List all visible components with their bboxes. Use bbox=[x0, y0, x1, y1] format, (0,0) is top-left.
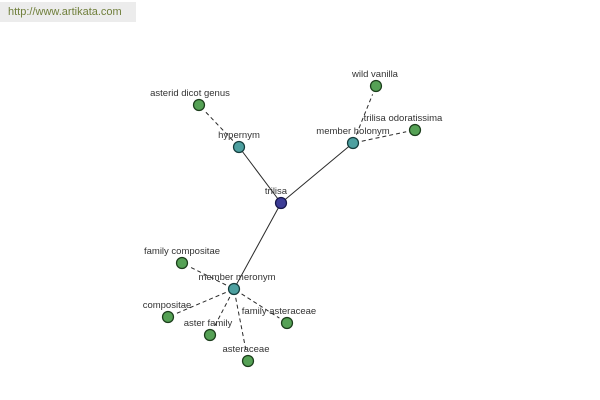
node-compositae[interactable] bbox=[161, 310, 175, 324]
graph-edge-member-meronym-family-asteraceae bbox=[241, 293, 280, 319]
node-label-asteraceae[interactable]: asteraceae bbox=[222, 344, 269, 355]
node-label-trilisa-odoratissima[interactable]: trilisa odoratissima bbox=[364, 113, 443, 124]
graph-edge-member-meronym-aster-family bbox=[213, 296, 231, 328]
node-label-compositae[interactable]: compositae bbox=[143, 300, 192, 311]
node-label-member-holonym[interactable]: member holonym bbox=[316, 126, 389, 137]
graph-edge-member-meronym-asteraceae bbox=[235, 297, 247, 353]
node-asterid-dicot-genus[interactable] bbox=[192, 98, 206, 112]
graph-edge-member-holonym-trilisa-odoratissima bbox=[361, 131, 407, 142]
node-aster-family[interactable] bbox=[203, 328, 217, 342]
node-label-asterid-dicot-genus[interactable]: asterid dicot genus bbox=[150, 88, 230, 99]
node-trilisa-odoratissima[interactable] bbox=[408, 123, 422, 137]
node-label-hypernym[interactable]: hypernym bbox=[218, 130, 260, 141]
graph-edge-trilisa-member-meronym bbox=[233, 202, 282, 290]
node-label-aster-family[interactable]: aster family bbox=[184, 318, 233, 329]
graph-edge-member-meronym-compositae bbox=[176, 292, 226, 314]
node-asteraceae[interactable] bbox=[241, 354, 255, 368]
node-member-holonym[interactable] bbox=[346, 136, 360, 150]
node-family-asteraceae[interactable] bbox=[280, 316, 294, 330]
node-member-meronym[interactable] bbox=[227, 282, 241, 296]
node-label-wild-vanilla[interactable]: wild vanilla bbox=[351, 69, 399, 80]
node-hypernym[interactable] bbox=[232, 140, 246, 154]
node-label-family-compositae[interactable]: family compositae bbox=[144, 246, 220, 257]
node-wild-vanilla[interactable] bbox=[369, 79, 383, 93]
graph-edge-trilisa-hypernym bbox=[238, 146, 282, 204]
node-label-member-meronym[interactable]: member meronym bbox=[198, 272, 275, 283]
graph-edge-member-holonym-wild-vanilla bbox=[355, 94, 374, 135]
node-label-family-asteraceae[interactable]: family asteraceae bbox=[242, 306, 316, 317]
node-label-trilisa[interactable]: trilisa bbox=[265, 186, 288, 197]
graph-edge-trilisa-member-holonym bbox=[280, 142, 354, 204]
node-family-compositae[interactable] bbox=[175, 256, 189, 270]
site-url-label: http://www.artikata.com bbox=[0, 2, 136, 22]
node-trilisa[interactable] bbox=[274, 196, 288, 210]
